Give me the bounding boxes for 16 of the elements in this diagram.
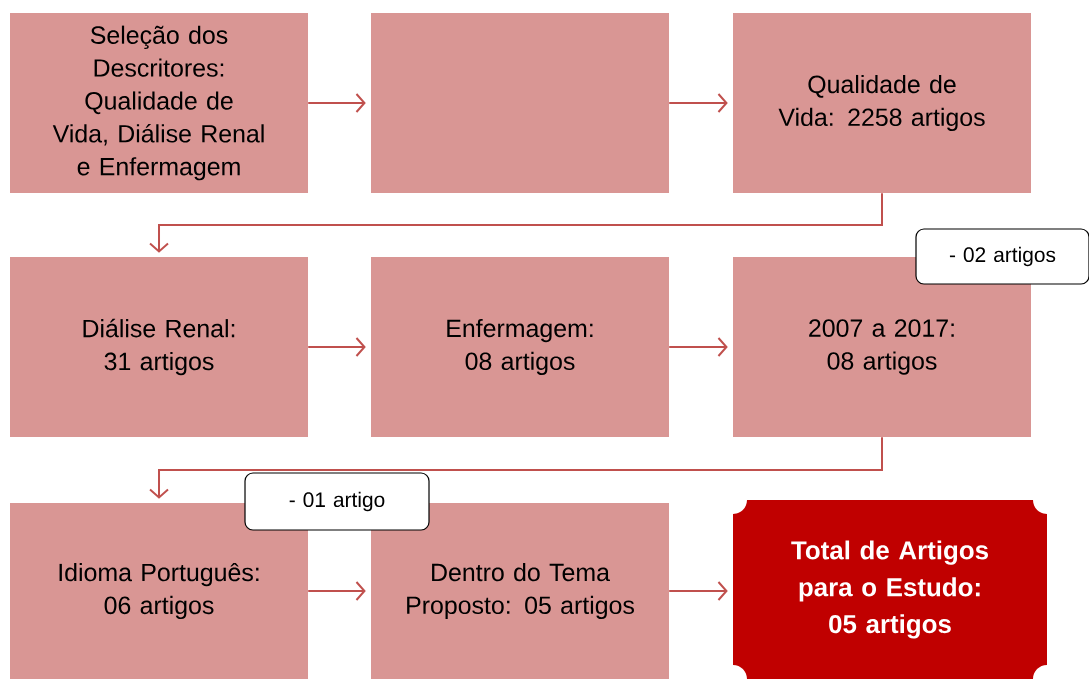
arrow [149,192,883,253]
arrow [307,337,366,357]
arrow [307,581,366,601]
process-box: Qualidade de Vida: 2258 artigos [733,13,1031,193]
arrow [668,337,728,357]
result-box: Total de Artigos para o Estudo: 05 artigos [733,500,1047,679]
arrow [307,93,366,113]
arrow [149,436,883,499]
process-box: Seleção dos Descritores: Qualidade de Vida, Diálise Renal e Enfermagem [10,13,308,193]
process-box: Enfermagem: 08 artigos [371,257,669,437]
arrow [668,93,728,113]
note-box: - 02 artigos [915,228,1089,285]
process-box: Diálise Renal: 31 artigos [10,257,308,437]
arrow [668,581,728,601]
note-box: - 01 artigo [244,472,430,531]
process-box [371,13,669,193]
